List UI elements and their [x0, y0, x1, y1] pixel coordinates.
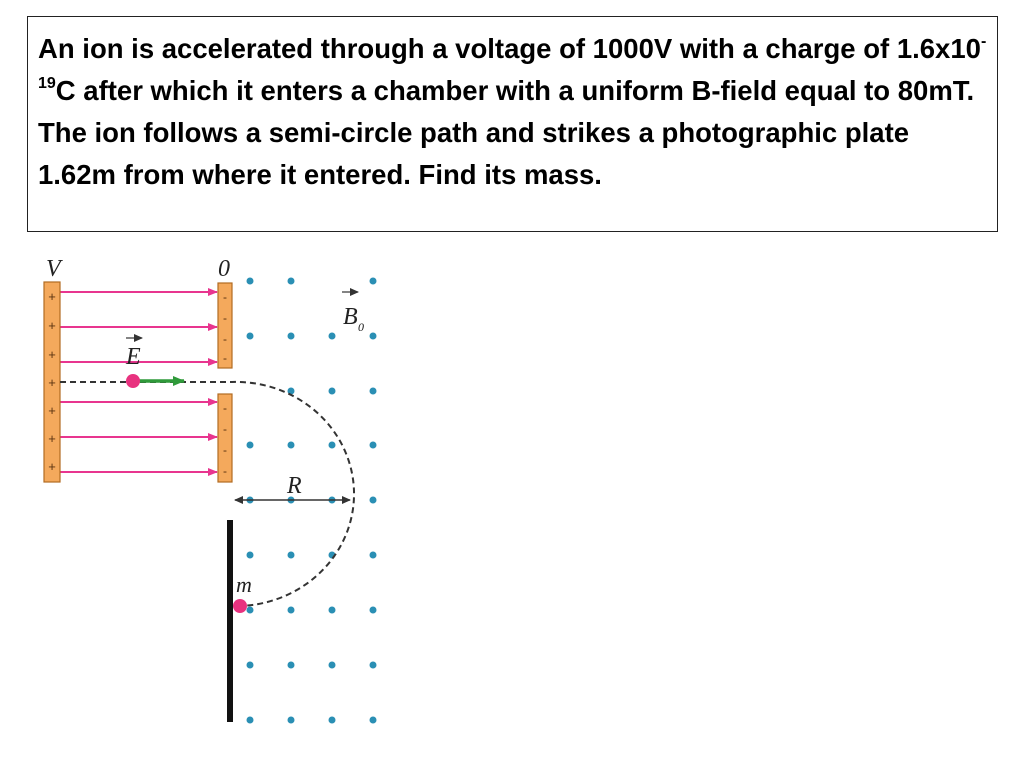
- radius-label: R: [286, 473, 302, 499]
- voltage-label: V: [46, 256, 63, 282]
- minus-sign: -: [223, 464, 227, 478]
- b-field-dot: [369, 387, 377, 395]
- minus-sign: -: [223, 332, 227, 346]
- b-field-dot: [369, 661, 377, 669]
- mass-spectrometer-diagram: + + + + + + + - - - - - - - - V 0 E B 0 R m: [43, 256, 377, 724]
- b-field-dot: [328, 716, 336, 724]
- b-field-dot: [287, 332, 295, 340]
- plus-sign: +: [48, 347, 56, 362]
- b-field-dot: [287, 551, 295, 559]
- b-field-dot: [246, 606, 254, 614]
- b-field-dot: [328, 387, 336, 395]
- ion-at-plate: [233, 599, 247, 613]
- b-field-dot: [246, 551, 254, 559]
- electric-field-lines: [60, 288, 218, 476]
- b-field-dot: [246, 661, 254, 669]
- b-field-dot: [369, 441, 377, 449]
- minus-sign: -: [223, 401, 227, 415]
- charge-exponent: -19: [38, 33, 987, 92]
- b-field-dot: [328, 606, 336, 614]
- plus-sign: +: [48, 318, 56, 333]
- zero-label: 0: [218, 256, 230, 282]
- b-field-dot: [287, 277, 295, 285]
- mass-label: m: [236, 572, 252, 597]
- magnetic-field-dots: [246, 277, 377, 724]
- b-field-dot: [369, 496, 377, 504]
- minus-sign: -: [223, 351, 227, 365]
- b-field-dot: [328, 661, 336, 669]
- b-field-dot: [328, 441, 336, 449]
- problem-text-part2: C after which it enters a chamber with a…: [38, 75, 975, 190]
- problem-text-part1: An ion is accelerated through a voltage …: [38, 33, 981, 64]
- problem-box: An ion is accelerated through a voltage …: [27, 16, 998, 232]
- b-field-dot: [246, 332, 254, 340]
- negative-plate-lower: [217, 393, 233, 483]
- b-field-dot: [246, 716, 254, 724]
- b-field-dot: [369, 606, 377, 614]
- b-field-label: B: [343, 304, 358, 330]
- b-field-subscript: 0: [358, 320, 364, 334]
- plus-sign: +: [48, 289, 56, 304]
- ion-entry: [126, 374, 140, 388]
- negative-plate-upper: [217, 282, 233, 369]
- minus-sign: -: [223, 311, 227, 325]
- b-field-dot: [369, 551, 377, 559]
- b-field-dot: [287, 441, 295, 449]
- plus-sign: +: [48, 403, 56, 418]
- problem-text: An ion is accelerated through a voltage …: [38, 28, 987, 196]
- b-field-dot: [287, 387, 295, 395]
- b-field-dot: [287, 606, 295, 614]
- minus-sign: -: [223, 290, 227, 304]
- minus-sign: -: [223, 443, 227, 457]
- minus-sign: -: [223, 422, 227, 436]
- minus-signs: - - - - - - - -: [223, 290, 227, 478]
- plus-sign: +: [48, 375, 56, 390]
- b-field-dot: [287, 661, 295, 669]
- plus-sign: +: [48, 431, 56, 446]
- ion-trajectory: [60, 380, 356, 607]
- b-field-dot: [369, 716, 377, 724]
- b-field-dot: [246, 277, 254, 285]
- plus-sign: +: [48, 459, 56, 474]
- b-field-dot: [369, 332, 377, 340]
- b-field-dot: [328, 332, 336, 340]
- e-field-label: E: [125, 344, 141, 370]
- plus-signs: + + + + + + +: [48, 289, 56, 474]
- b-field-dot: [287, 716, 295, 724]
- b-field-dot: [369, 277, 377, 285]
- b-field-dot: [246, 441, 254, 449]
